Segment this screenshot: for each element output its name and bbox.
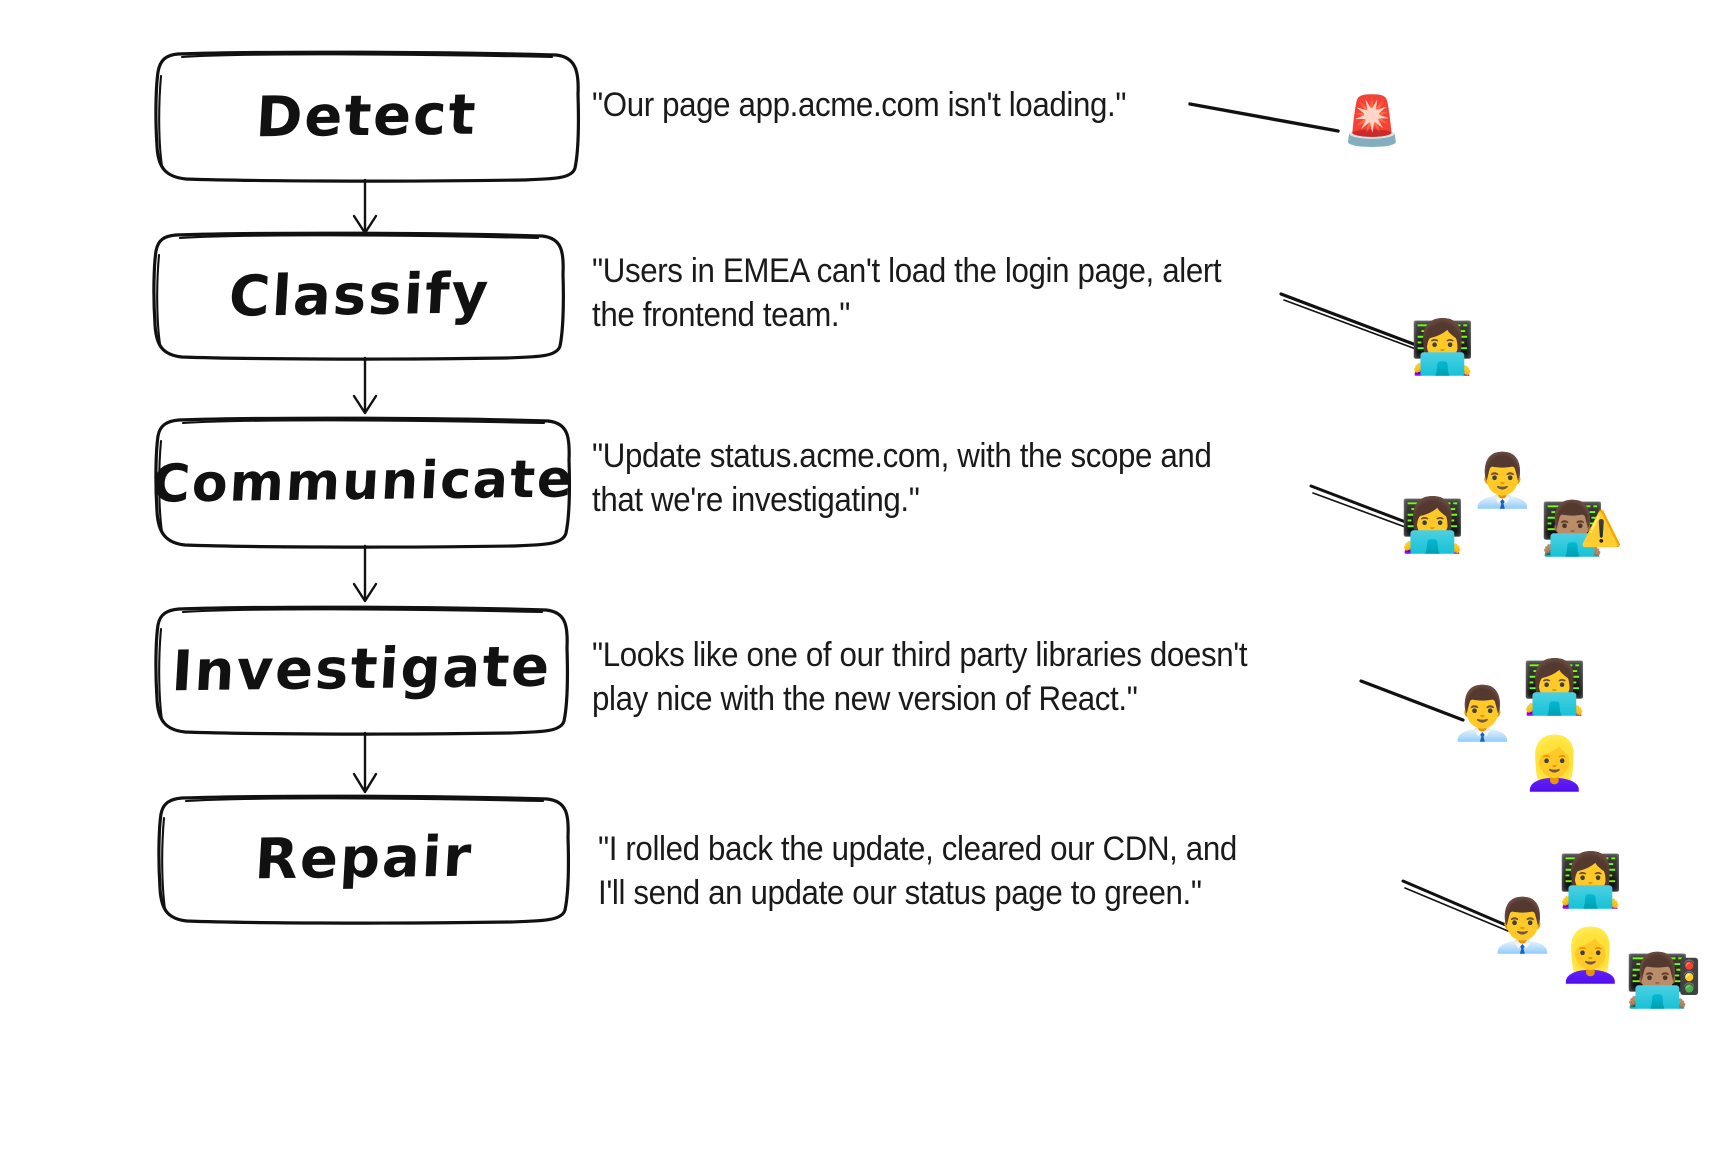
leader-line-classify (1279, 292, 1426, 353)
office-worker-icon: 👨‍💼 (1450, 684, 1515, 744)
quote-investigate: "Looks like one of our third party libra… (592, 634, 1356, 721)
quote-line: "I rolled back the update, cleared our C… (598, 830, 1237, 868)
blonde-woman-technologist-icon: 👱‍♀️ (1558, 926, 1623, 986)
node-label-repair: Repair (253, 824, 475, 893)
woman-technologist-dark-hair-icon: 👩‍💻 (1400, 496, 1465, 556)
quote-repair: "I rolled back the update, cleared our C… (598, 828, 1334, 915)
arrow-communicate-to-investigate (352, 544, 378, 603)
leader-line-communicate (1309, 484, 1418, 532)
woman-technologist-dark-hair-icon: 👩‍💻 (1410, 318, 1475, 378)
woman-technologist-dark-hair-icon: 👩‍💻 (1558, 851, 1623, 911)
quote-detect: "Our page app.acme.com isn't loading." (592, 84, 1273, 128)
woman-technologist-dark-hair-icon: 👩‍💻 (1522, 658, 1587, 718)
arrow-investigate-to-repair (352, 731, 378, 794)
node-label-investigate: Investigate (170, 634, 554, 705)
siren-icon: 🚨 (1342, 93, 1402, 149)
node-detect[interactable]: Detect (152, 50, 582, 183)
quote-line: play nice with the new version of React.… (592, 679, 1138, 718)
quote-line: "Our page app.acme.com isn't loading." (592, 86, 1127, 124)
sketchy-box-outline (152, 231, 565, 361)
node-label-detect: Detect (254, 82, 480, 150)
node-communicate[interactable]: Communicate (150, 415, 576, 549)
man-technologist-brown-hair-icon: 👨🏽‍💻 (1540, 499, 1605, 559)
quote-line: "Users in EMEA can't load the login page… (592, 252, 1222, 290)
node-investigate[interactable]: Investigate (152, 604, 572, 736)
quote-communicate: "Update status.acme.com, with the scope … (592, 435, 1319, 522)
man-technologist-brown-hair-icon: 👨🏽‍💻 (1625, 951, 1690, 1011)
arrow-detect-to-classify (352, 178, 378, 235)
office-worker-icon: 👨‍💼 (1470, 451, 1535, 511)
sketchy-box-outline (154, 416, 571, 549)
sketchy-box-outline (154, 50, 580, 183)
office-worker-icon: 👨‍💼 (1490, 896, 1555, 956)
leader-line-repair (1401, 879, 1510, 932)
quote-line: "Update status.acme.com, with the scope … (592, 437, 1212, 475)
arrow-classify-to-communicate (352, 356, 378, 415)
traffic-light-icon: 🚦 (1668, 957, 1711, 997)
quote-line: the frontend team." (592, 295, 850, 334)
quote-line: "Looks like one of our third party libra… (592, 636, 1248, 674)
quote-line: I'll send an update our status page to g… (598, 873, 1202, 912)
leader-line-detect (1188, 102, 1340, 133)
sketchy-box-outline (154, 605, 569, 736)
sketchy-box-outline (157, 794, 570, 925)
blonde-woman-technologist-icon: 👱‍♀️ (1522, 734, 1587, 794)
node-classify[interactable]: Classify (150, 230, 568, 361)
quote-classify: "Users in EMEA can't load the login page… (592, 250, 1328, 337)
leader-line-investigate (1359, 679, 1465, 722)
node-repair[interactable]: Repair (155, 793, 573, 925)
warning-sign-icon: ⚠️ (1580, 509, 1623, 549)
node-label-classify: Classify (226, 260, 492, 330)
quote-line: that we're investigating." (592, 480, 920, 519)
node-label-communicate: Communicate (150, 448, 576, 515)
